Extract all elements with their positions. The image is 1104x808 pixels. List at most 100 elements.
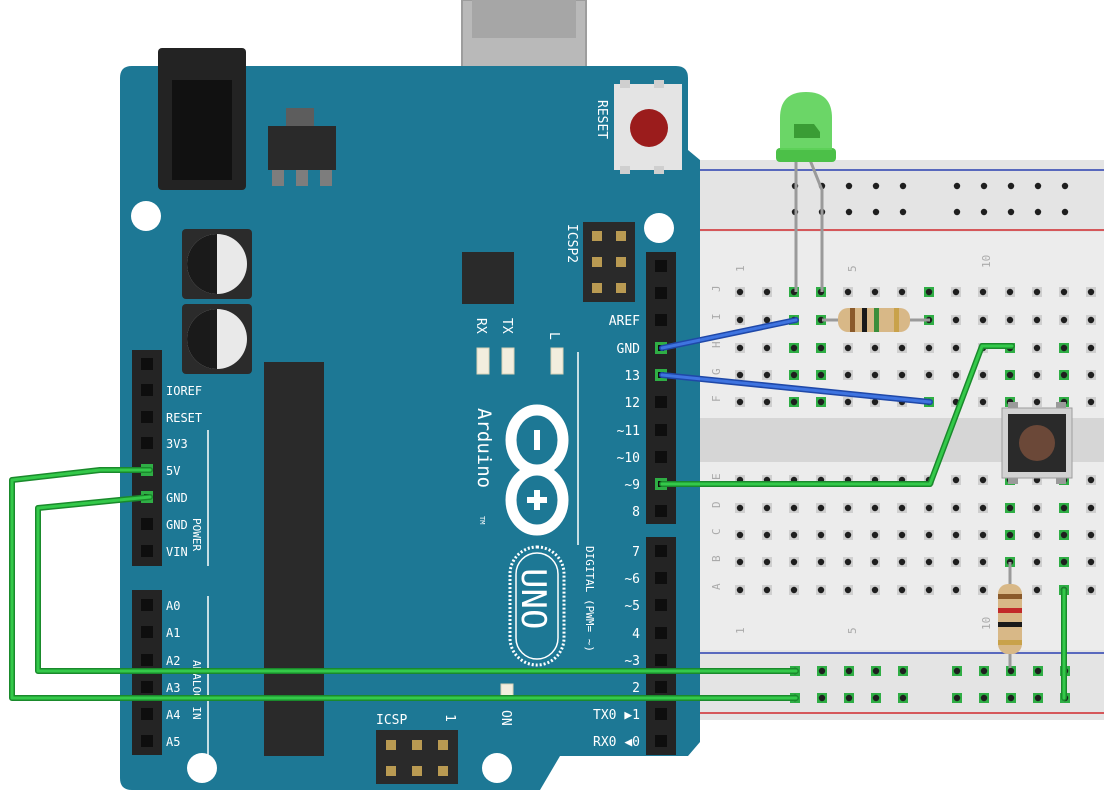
power-pin-label: GND	[166, 491, 188, 505]
breadboard-hole-center	[736, 398, 744, 406]
breadboard-hole-center	[871, 288, 879, 296]
power-pin-label: IOREF	[166, 384, 202, 398]
breadboard-hole-center	[817, 316, 825, 324]
rail-hole-center	[1007, 667, 1015, 675]
breadboard-hole-center	[871, 558, 879, 566]
logo-plus-icon-h	[527, 497, 547, 503]
header-pin	[141, 654, 153, 666]
breadboard-hole-center	[898, 586, 906, 594]
rail-hole-center	[872, 694, 880, 702]
breadboard-hole-center	[736, 558, 744, 566]
breadboard-hole-center	[736, 316, 744, 324]
wires	[9, 317, 1067, 701]
breadboard-hole-center	[952, 586, 960, 594]
breadboard-hole-center	[817, 371, 825, 379]
mounting-hole-3	[187, 753, 217, 783]
breadboard-hole-center	[1033, 531, 1041, 539]
rail-hole	[872, 182, 880, 190]
rx-led	[476, 347, 490, 375]
breadboard-hole-center	[925, 344, 933, 352]
breadboard-hole-center	[1087, 504, 1095, 512]
breadboard-hole-center	[763, 558, 771, 566]
header-pin	[141, 626, 153, 638]
breadboard-hole-center	[1006, 504, 1014, 512]
breadboard-hole-center	[763, 288, 771, 296]
breadboard-hole-center	[790, 586, 798, 594]
header-pin	[655, 505, 667, 517]
header-pin	[141, 545, 153, 557]
breadboard-hole-center	[763, 371, 771, 379]
breadboard-hole-center	[1033, 344, 1041, 352]
uno-badge	[508, 545, 566, 667]
icsp2-pin	[616, 257, 626, 267]
breadboard-hole-center	[1060, 316, 1068, 324]
breadboard-hole-center	[763, 586, 771, 594]
breadboard-hole-center	[817, 398, 825, 406]
breadboard-hole-center	[898, 558, 906, 566]
analog-pin-label: A2	[166, 654, 180, 668]
button-cap[interactable]	[1019, 425, 1055, 461]
icsp-pins	[386, 740, 448, 776]
header-pin	[141, 681, 153, 693]
breadboard-hole-center	[925, 558, 933, 566]
rail-hole-center	[899, 667, 907, 675]
header-pin	[655, 424, 667, 436]
led-die-icon	[794, 124, 820, 138]
col-number-10: 10	[980, 255, 993, 268]
rx-label: RX	[473, 318, 488, 334]
voltage-regulator-tab	[286, 108, 314, 130]
header-pin	[655, 654, 667, 666]
breadboard-hole-center	[817, 558, 825, 566]
digital-pin-label: RX0 ◀0	[593, 735, 640, 750]
rail-hole	[953, 208, 961, 216]
button-leg-2	[1056, 402, 1066, 412]
reset-button[interactable]	[630, 109, 668, 147]
breadboard-hole-center	[844, 371, 852, 379]
breadboard-hole-center	[1087, 371, 1095, 379]
header-pin	[655, 599, 667, 611]
resistor-1-band-1	[850, 308, 855, 332]
breadboard-hole-center	[979, 398, 987, 406]
digital-pin-label: ~10	[617, 451, 640, 466]
header-pin	[655, 260, 667, 272]
rail-hole-center	[899, 694, 907, 702]
icsp-pin1-label: 1	[442, 714, 457, 722]
col-number-1: 1	[734, 265, 747, 272]
analog-pin-label: A0	[166, 599, 180, 613]
logo-ring-bottom	[505, 464, 569, 536]
breadboard-hole-center	[1060, 371, 1068, 379]
row-letter: G	[710, 368, 723, 375]
arduino-logo	[505, 404, 569, 536]
breadboard-hole-center	[763, 344, 771, 352]
breadboard-hole-center	[871, 371, 879, 379]
breadboard-hole-center	[763, 504, 771, 512]
digital-pin-label: 7	[632, 545, 640, 560]
regulator-leg-1	[272, 170, 284, 186]
rail-hole	[1007, 182, 1015, 190]
digital-pin-label: 13	[624, 369, 640, 384]
rail-hole	[1034, 182, 1042, 190]
wire-gnd-led-highlight	[660, 318, 798, 350]
rail-hole-center	[818, 667, 826, 675]
rail-hole-center	[872, 667, 880, 675]
header-pin	[141, 358, 153, 370]
breadboard-hole-center	[736, 371, 744, 379]
breadboard-hole-center	[979, 476, 987, 484]
header-pin	[141, 599, 153, 611]
row-letter: H	[710, 341, 723, 348]
resistor-1-band-2	[862, 308, 867, 332]
digital-label: DIGITAL (PWM= ~)	[583, 546, 596, 652]
breadboard-hole-center	[817, 504, 825, 512]
header-pin	[655, 545, 667, 557]
mounting-hole-4	[482, 753, 512, 783]
rail-hole	[980, 182, 988, 190]
icsp-pin	[386, 740, 396, 750]
power-pin-label: GND	[166, 518, 188, 532]
rail-hole	[1034, 208, 1042, 216]
header-pin	[655, 451, 667, 463]
breadboard-hole-center	[952, 371, 960, 379]
reset-button-contact-3	[620, 166, 630, 174]
breadboard-hole-center	[952, 344, 960, 352]
